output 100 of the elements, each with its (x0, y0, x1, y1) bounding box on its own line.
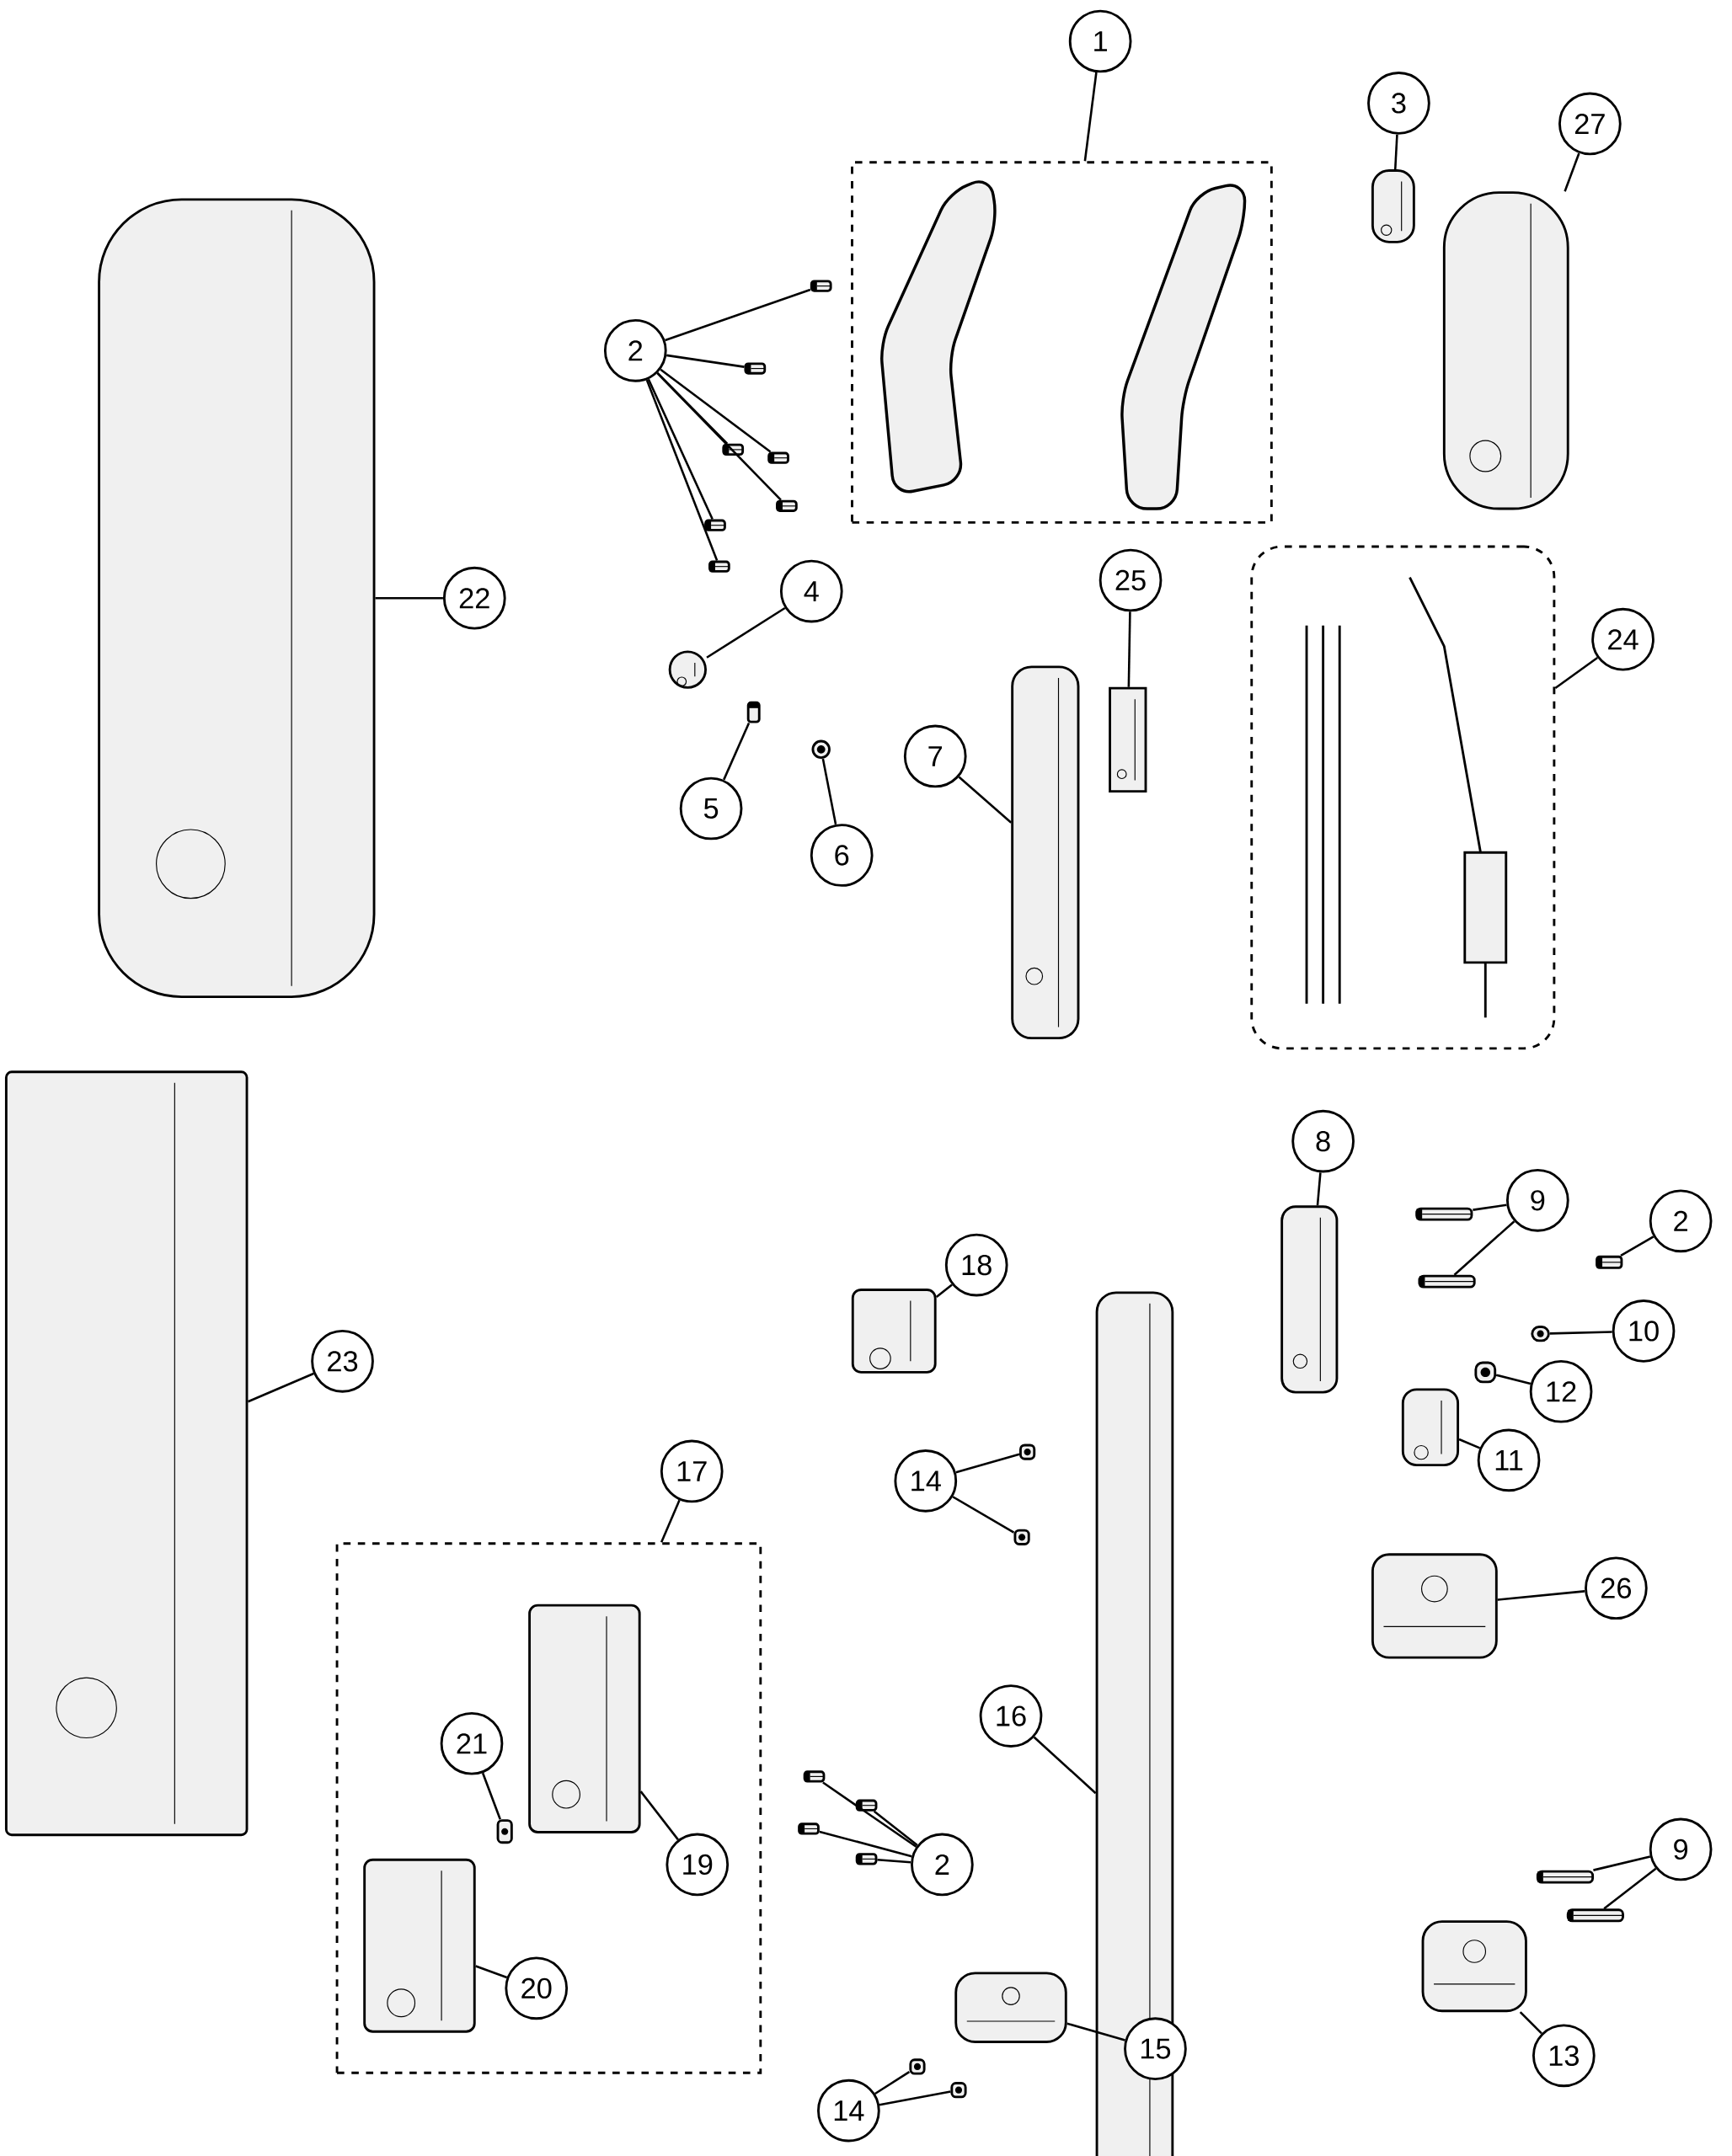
leader-line (821, 758, 837, 825)
mounting-plate (528, 1604, 641, 1833)
dashed-group-box (851, 161, 1273, 524)
callout-number: 5 (679, 776, 743, 841)
bolt (1537, 1870, 1595, 1884)
screw (708, 560, 730, 573)
callout-number: 9 (1649, 1817, 1713, 1881)
bumper (1421, 1920, 1528, 2013)
cord-release-lever (1402, 1388, 1460, 1467)
callout-number: 3 (1367, 72, 1430, 135)
callout-number: 15 (1124, 2017, 1187, 2081)
callout-number: 18 (945, 1233, 1008, 1297)
leader-line (248, 1372, 314, 1403)
label-tag (1109, 686, 1147, 793)
bolt (1418, 1274, 1476, 1289)
callout-number: 25 (1099, 548, 1163, 612)
bolt (1567, 1908, 1625, 1923)
switch-button (668, 650, 708, 689)
leader-line (1593, 1855, 1651, 1871)
leader-line (1550, 1331, 1612, 1335)
clip (1371, 1553, 1498, 1659)
callout-number: 19 (666, 1833, 730, 1897)
callout-number: 22 (443, 566, 506, 630)
washer (1531, 1326, 1551, 1342)
leader-line (1458, 1438, 1481, 1449)
callout-number: 21 (440, 1711, 504, 1775)
leader-line (822, 1781, 917, 1848)
leader-line (955, 1453, 1020, 1474)
callout-number: 4 (780, 559, 843, 623)
leader-line (706, 606, 786, 659)
screw (722, 443, 745, 456)
bag (5, 1070, 249, 1837)
leader-line (936, 1283, 954, 1299)
screw (746, 701, 761, 723)
callout-number: 16 (979, 1684, 1043, 1748)
leader-line (874, 2070, 911, 2095)
leader-line (1033, 1736, 1097, 1795)
power-cord (1443, 191, 1569, 510)
screw (776, 499, 798, 512)
callout-number: 6 (810, 824, 874, 887)
leader-line (1473, 1203, 1507, 1211)
screw (767, 451, 790, 464)
callout-number: 2 (604, 319, 667, 382)
cord-hook (1280, 1205, 1339, 1394)
screw (855, 1853, 878, 1865)
leader-line (952, 1496, 1015, 1534)
leader-line (1496, 1374, 1532, 1385)
callout-number: 2 (911, 1833, 974, 1897)
leader-line (656, 372, 783, 501)
leader-line (647, 378, 714, 520)
leader-line (1066, 2022, 1126, 2041)
leader-line (1316, 1172, 1322, 1206)
leader-line (1620, 1235, 1654, 1257)
callout-number: 8 (1291, 1109, 1355, 1173)
bumper (954, 1972, 1067, 2043)
washer (811, 739, 831, 760)
bag-cover (98, 198, 376, 999)
screw (1596, 1255, 1623, 1269)
dashed-group-box (1250, 545, 1556, 1050)
leader-line (645, 379, 719, 561)
callout-number: 23 (311, 1330, 375, 1393)
leader-line (375, 596, 444, 600)
hook (1371, 169, 1416, 243)
callout-number: 26 (1585, 1556, 1648, 1620)
screw (744, 362, 767, 375)
leader-line (1603, 1867, 1657, 1910)
callout-number: 13 (1532, 2024, 1596, 2088)
screw (704, 519, 727, 531)
dashed-group-box (335, 1542, 762, 2074)
callout-number: 9 (1506, 1168, 1569, 1232)
leader-line (482, 1772, 502, 1820)
leader-line (723, 723, 751, 781)
leader-line (660, 1499, 681, 1543)
leader-line (1554, 656, 1599, 690)
callout-number: 27 (1558, 92, 1622, 156)
screw (855, 1799, 878, 1812)
screw (803, 1770, 826, 1783)
leader-line (1453, 1220, 1516, 1276)
nut (1013, 1529, 1030, 1545)
gasket (852, 1289, 937, 1374)
callout-number: 12 (1529, 1359, 1593, 1423)
leader-line (665, 288, 811, 342)
nut (950, 2082, 967, 2099)
nut (909, 2058, 926, 2075)
leader-line (1394, 134, 1398, 170)
leader-line (819, 1830, 912, 1858)
callout-number: 24 (1591, 607, 1655, 671)
body-tube (1095, 1291, 1174, 2156)
callout-number: 20 (505, 1956, 569, 2020)
leader-line (1083, 72, 1098, 162)
screw (810, 280, 832, 292)
leader-line (879, 2090, 951, 2106)
leader-line (1497, 1590, 1585, 1601)
screw (798, 1822, 821, 1835)
handle-tube (1011, 665, 1080, 1040)
leader-line (1564, 152, 1580, 192)
callout-number: 14 (817, 2079, 880, 2143)
callout-number: 2 (1649, 1189, 1713, 1253)
callout-number: 1 (1069, 9, 1132, 73)
leader-line (1520, 2011, 1543, 2035)
